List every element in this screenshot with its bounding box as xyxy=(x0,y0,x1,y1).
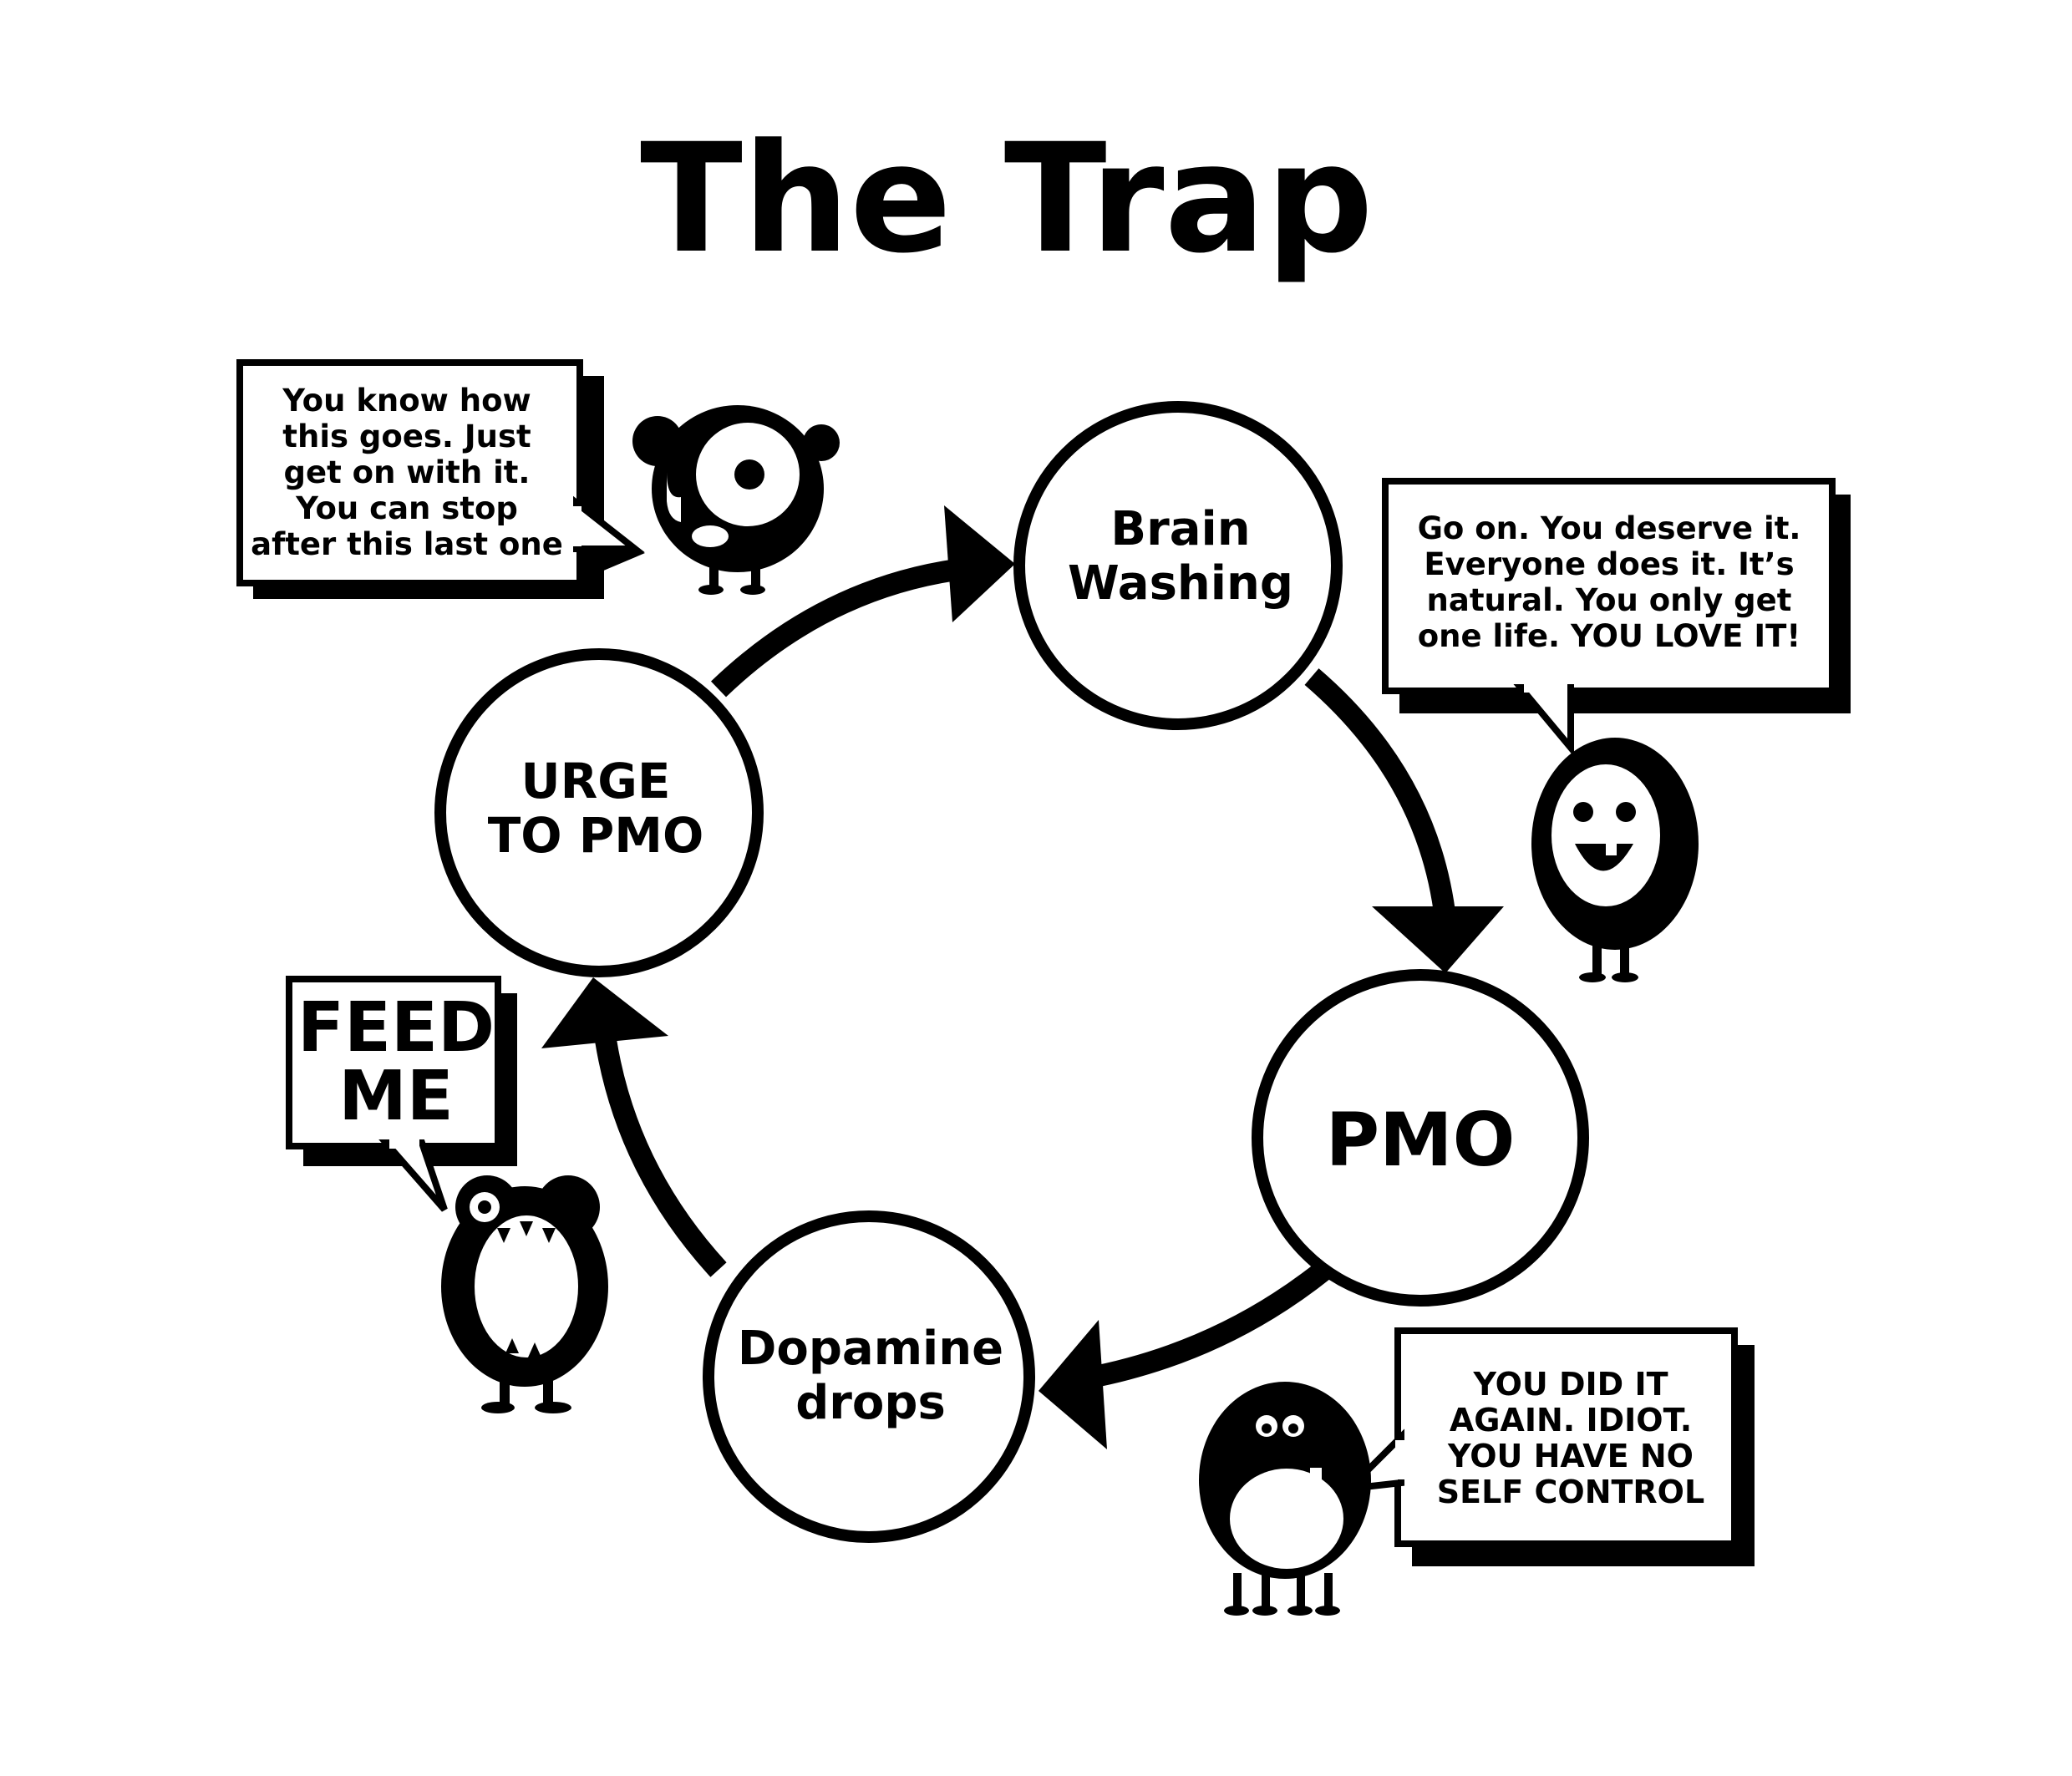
bubble-line: Everyone does it. It’s xyxy=(1424,546,1794,582)
arrow-dopamine-to-urge xyxy=(541,977,727,1277)
bubble-line: natural. You only get xyxy=(1427,582,1792,618)
bubble-line: this goes. Just xyxy=(282,419,531,454)
arrow-pmo-to-dopamine xyxy=(1039,1261,1332,1449)
grinning-monster-icon xyxy=(1531,738,1699,982)
bubble-line: YOU DID IT xyxy=(1472,1366,1668,1403)
arrow-brain-washing-to-pmo xyxy=(1304,668,1504,973)
bubble-line: YOU HAVE NO xyxy=(1447,1438,1694,1474)
speech-bubble-feed-me: FEED ME xyxy=(286,976,517,1212)
node-label-line: TO PMO xyxy=(488,807,704,864)
node-label-line: Brain xyxy=(1110,502,1250,556)
arrow-urge-to-brain-washing xyxy=(710,505,1015,698)
node-dopamine-drops: Dopamine drops xyxy=(703,1210,1035,1543)
speech-bubble-just-get-on: You know how this goes. Just get on with… xyxy=(236,359,645,599)
bubble-line: after this last one xyxy=(251,526,563,562)
bubble-line: FEED xyxy=(297,988,495,1068)
node-label-line: URGE xyxy=(521,753,671,809)
node-label-line: drops xyxy=(795,1376,946,1430)
four-legged-monster-icon xyxy=(1199,1382,1371,1616)
bubble-line: You know how xyxy=(282,383,531,419)
page-title: The Trap xyxy=(640,112,1374,287)
bubble-line: one life. YOU LOVE IT! xyxy=(1418,618,1800,654)
speech-bubble-did-it-again: YOU DID IT AGAIN. IDIOT. YOU HAVE NO SEL… xyxy=(1340,1327,1755,1566)
node-label-line: Washing xyxy=(1068,556,1293,611)
one-eyed-monster-icon xyxy=(632,405,840,595)
bubble-line: get on with it. xyxy=(284,454,531,490)
node-label-line: Dopamine xyxy=(738,1322,1003,1376)
cycle-arrows xyxy=(541,505,1504,1449)
node-urge-to-pmo: URGE TO PMO xyxy=(434,648,764,977)
bubble-line: You can stop xyxy=(295,490,518,526)
frog-monster-icon xyxy=(441,1175,608,1413)
node-pmo: PMO xyxy=(1252,969,1589,1307)
node-label-line: PMO xyxy=(1326,1097,1516,1183)
bubble-line: Go on. You deserve it. xyxy=(1418,510,1801,546)
bubble-line: AGAIN. IDIOT. xyxy=(1450,1402,1692,1439)
bubble-line: SELF CONTROL xyxy=(1437,1474,1704,1510)
speech-bubble-deserve-it: Go on. You deserve it. Everyone does it.… xyxy=(1382,478,1851,758)
bubble-line: ME xyxy=(338,1057,454,1136)
node-brain-washing: Brain Washing xyxy=(1013,401,1343,730)
